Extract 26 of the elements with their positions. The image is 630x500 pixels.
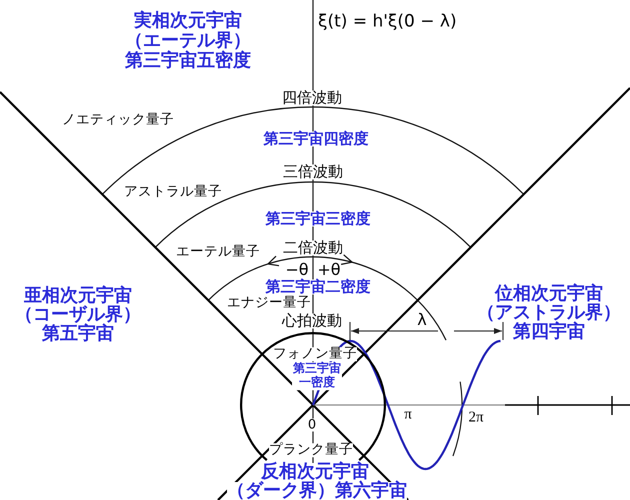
- region-title: （ダーク界）第六宇宙: [227, 482, 407, 500]
- quantum-label: フォノン量子: [273, 347, 357, 361]
- region-title: 第三宇宙五密度: [125, 52, 251, 70]
- density-label: 第三宇宙三密度: [266, 212, 370, 226]
- density-label: 第三宇宙一密度: [292, 362, 342, 390]
- wavelength-label: λ: [417, 312, 427, 328]
- region-title: 第五宇宙: [42, 325, 114, 343]
- wave-label: 二倍波動: [283, 240, 343, 256]
- wave-label: 三倍波動: [283, 164, 343, 180]
- quantum-label: エナジー量子: [227, 296, 311, 310]
- formula: ξ(t) = h'ξ(0 − λ): [318, 14, 457, 30]
- region-title: 位相次元宇宙: [495, 285, 603, 303]
- region-title: 第四宇宙: [513, 323, 585, 341]
- region-title: 亜相次元宇宙: [24, 287, 132, 305]
- density-label: 第三宇宙四密度: [264, 132, 368, 146]
- region-title: 実相次元宇宙: [134, 12, 242, 30]
- quantum-label: ノエティック量子: [62, 113, 174, 127]
- quantum-label: アストラル量子: [124, 185, 222, 199]
- region-title: 反相次元宇宙: [261, 463, 369, 481]
- quantum-label: エーテル量子: [176, 245, 260, 259]
- axis-label: 0: [308, 418, 316, 432]
- density-label: 第三宇宙二密度: [266, 280, 370, 294]
- angle-label: −θ: [285, 262, 309, 278]
- angle-label: +θ: [317, 262, 341, 278]
- quantum-label: プランク量子: [269, 443, 353, 457]
- wave-label: 四倍波動: [282, 90, 342, 106]
